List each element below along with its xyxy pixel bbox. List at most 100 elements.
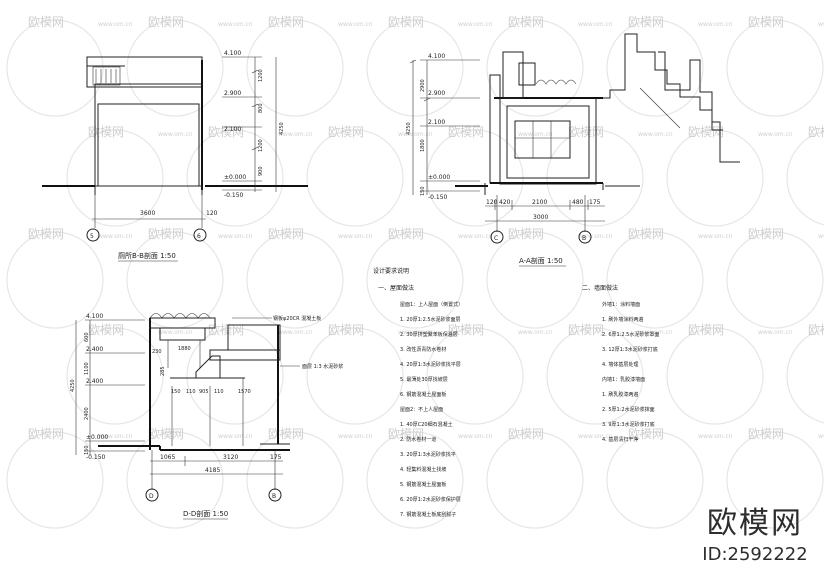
axis-bubble	[268, 488, 282, 502]
notes-heading: 设计要求说明	[373, 267, 409, 275]
dim-label: 480	[572, 199, 584, 206]
watermark-ring	[126, 431, 224, 529]
watermark-ring	[246, 231, 344, 329]
watermark-ring	[726, 231, 824, 329]
watermark-brand: 欧模网	[28, 15, 64, 29]
watermark-brand: 欧模网	[328, 125, 364, 139]
watermark-ring	[6, 431, 104, 529]
watermark-brand: 欧模网	[688, 125, 724, 139]
axis-label: D	[149, 493, 154, 500]
dim-label: 120	[486, 199, 498, 206]
watermark-ring	[6, 19, 104, 117]
level-label: ±0.000	[428, 174, 450, 181]
watermark-ring	[366, 431, 464, 529]
dim-label: 2100	[532, 199, 547, 206]
watermark-url: www.om.cn	[398, 329, 433, 336]
watermark-brand: 欧模网	[808, 323, 824, 337]
watermark-url: www.om.cn	[638, 329, 673, 336]
section-55-drawing: 4.100 2.900 2.100 ±0.000 -0.150 1200 800…	[42, 50, 308, 262]
watermark-brand: 欧模网	[568, 125, 604, 139]
watermark-ring	[366, 231, 464, 329]
dim-label: 905	[199, 389, 209, 395]
watermark-brand: 欧模网	[148, 227, 184, 241]
axis-label: B	[582, 235, 586, 242]
section-aa-drawing: 4.100 2.900 2.100 ±0.000 -0.150 4250 180…	[406, 33, 740, 267]
watermark-ring	[486, 19, 584, 117]
dim-label: 800	[258, 103, 264, 113]
watermark-url: www.om.cn	[578, 433, 613, 440]
section-dd-drawing: 1880 230 285 150 110 905 110 1570 钢板φ20C…	[70, 313, 343, 520]
watermark-brand: 欧模网	[388, 427, 424, 441]
watermark-url: www.om.cn	[338, 233, 373, 240]
dim-label: 1880	[178, 346, 191, 352]
notes-left-item: 5. 最薄处30厚找坡层	[400, 376, 448, 383]
notes-left-item: 6. 20厚1:2水泥砂浆保护层	[400, 496, 461, 503]
dim-label: 110	[186, 389, 196, 395]
axis-label: C	[494, 235, 498, 242]
notes-left-item: 4. 轻集料混凝土找坡	[400, 466, 446, 473]
watermark-url: www.om.cn	[98, 433, 133, 440]
axis-label: B	[272, 493, 276, 500]
watermark-brand: 欧模网	[508, 227, 544, 241]
axis-bubble	[86, 228, 100, 242]
watermark-url: www.om.cn	[578, 233, 613, 240]
watermark-url: www.om.cn	[518, 329, 553, 336]
watermark-ring	[786, 130, 824, 226]
watermark-url: www.om.cn	[758, 131, 793, 138]
level-label: 4.100	[224, 50, 241, 57]
watermark-ring	[726, 19, 824, 117]
watermark-ring	[606, 231, 704, 329]
watermark-ring	[546, 327, 644, 425]
watermark-ring	[66, 327, 164, 425]
watermark-url: www.om.cn	[218, 433, 253, 440]
watermark-url: www.om.cn	[338, 21, 373, 28]
watermark-brand: 欧模网	[628, 227, 664, 241]
watermark-brand: 欧模网	[388, 15, 424, 29]
level-label: ±0.000	[86, 434, 108, 441]
dim-label: 1200	[258, 139, 264, 152]
notes-right-item: 外墙1：涂料墙面	[602, 301, 640, 308]
watermark-url: www.om.cn	[458, 433, 493, 440]
notes-left-item: 5. 钢筋混凝土屋面板	[400, 481, 446, 488]
watermark-url: www.om.cn	[98, 233, 133, 240]
level-label: ±0.000	[224, 174, 246, 181]
watermark-ring	[6, 231, 104, 329]
dim-label: 3120	[223, 454, 238, 461]
dim-label: 150	[420, 186, 426, 196]
watermark-ring	[126, 19, 224, 117]
section-title: 厕所B-B剖面 1:50	[118, 251, 176, 260]
dim-label: 150	[84, 445, 90, 455]
notes-left-title: 一、屋面做法	[378, 284, 414, 292]
watermark-ring	[366, 19, 464, 117]
watermark-brand: 欧模网	[208, 323, 244, 337]
dim-label: 150	[171, 389, 181, 395]
brand-id: ID:2592222	[702, 544, 808, 565]
axis-label: 5	[90, 233, 94, 240]
callout-note: 钢板φ20CR 混凝土板	[273, 315, 321, 322]
axis-bubble	[578, 230, 592, 244]
watermark-brand: 欧模网	[268, 227, 304, 241]
brand-name: 欧模网	[707, 506, 803, 541]
dim-label: 230	[152, 349, 162, 355]
watermark-ring	[666, 129, 764, 227]
watermark-url: www.om.cn	[338, 433, 373, 440]
level-label: -0.150	[86, 454, 106, 461]
notes-right-item: 内墙1：乳胶漆墙面	[602, 376, 645, 383]
dim-label: 4250	[70, 379, 76, 392]
notes-left-item: 屋面2：不上人屋面	[400, 406, 443, 413]
watermark-url: www.om.cn	[578, 21, 613, 28]
watermark-url: www.om.cn	[158, 131, 193, 138]
notes-right-title: 二、墙面做法	[582, 284, 618, 292]
